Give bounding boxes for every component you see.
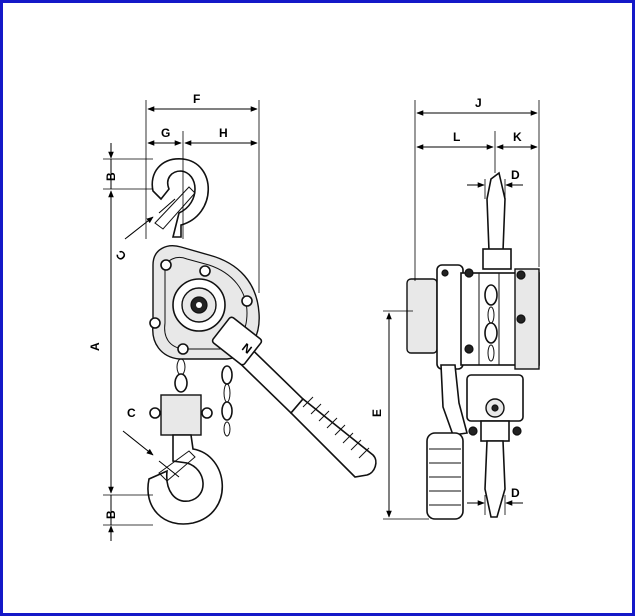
dimension-d-top-label: D <box>511 168 520 182</box>
front-dimensions: F G H B A B C C <box>88 92 260 541</box>
body-bolt <box>241 295 253 307</box>
side-left-cover <box>406 278 438 354</box>
dimension-c-lower-label: C <box>127 406 136 420</box>
top-hook-latch <box>154 186 196 230</box>
slack-chain <box>221 365 233 437</box>
lever-grip <box>289 397 377 478</box>
side-top-yoke <box>482 248 512 270</box>
dimension-c-upper-line <box>124 216 154 240</box>
dimension-b-top-label: B <box>104 172 118 181</box>
side-lever <box>440 364 469 436</box>
side-bottom-bolt <box>512 426 522 436</box>
side-lever-grip <box>426 432 464 520</box>
side-view <box>406 171 540 520</box>
side-lever-grip-ribs <box>429 448 461 506</box>
body-bolt <box>160 259 172 271</box>
side-bolt <box>516 270 526 280</box>
hoist-body-inner <box>164 257 248 350</box>
bottom-block <box>160 394 202 436</box>
dimension-g-label: G <box>161 126 170 140</box>
side-housing-left <box>436 264 464 370</box>
bottom-block-bolt <box>149 407 161 419</box>
side-bottom-bolt <box>468 426 478 436</box>
direction-plate <box>211 316 263 366</box>
top-hook <box>151 158 210 238</box>
lever-hoist-dimension-drawing: N F G <box>88 92 540 541</box>
dimension-c-lower-line <box>122 430 154 456</box>
load-chain <box>174 358 188 393</box>
gear-hub-center <box>196 302 202 308</box>
side-bolt <box>441 269 449 277</box>
side-bolt <box>516 314 526 324</box>
dimension-h-label: H <box>219 126 228 140</box>
dimension-f-label: F <box>193 92 200 106</box>
side-bottom-hook <box>484 440 506 518</box>
dimension-e-label: E <box>370 409 384 417</box>
dimension-l-label: L <box>453 130 460 144</box>
front-view: N <box>147 158 377 525</box>
side-bolt <box>464 268 474 278</box>
lever-grip-ribs <box>302 396 370 459</box>
dimension-k-label: K <box>513 130 522 144</box>
dimension-c-upper-label: C <box>113 247 129 264</box>
side-load-chain <box>484 284 498 362</box>
dimension-d-bottom-label: D <box>511 486 520 500</box>
side-bolt <box>464 344 474 354</box>
dimension-b-bottom-label: B <box>104 510 118 519</box>
side-top-hook <box>486 171 506 252</box>
side-dimensions: J L K D D E <box>370 96 540 520</box>
bottom-hook <box>147 434 224 525</box>
dimension-j-label: J <box>475 96 482 110</box>
side-bottom-yoke <box>480 420 510 442</box>
body-bolt <box>149 317 161 329</box>
dimension-a-label: A <box>88 342 102 351</box>
body-bolt <box>199 265 211 277</box>
bottom-hook-latch <box>158 450 196 482</box>
body-bolt <box>177 343 189 355</box>
bottom-block-bolt <box>201 407 213 419</box>
